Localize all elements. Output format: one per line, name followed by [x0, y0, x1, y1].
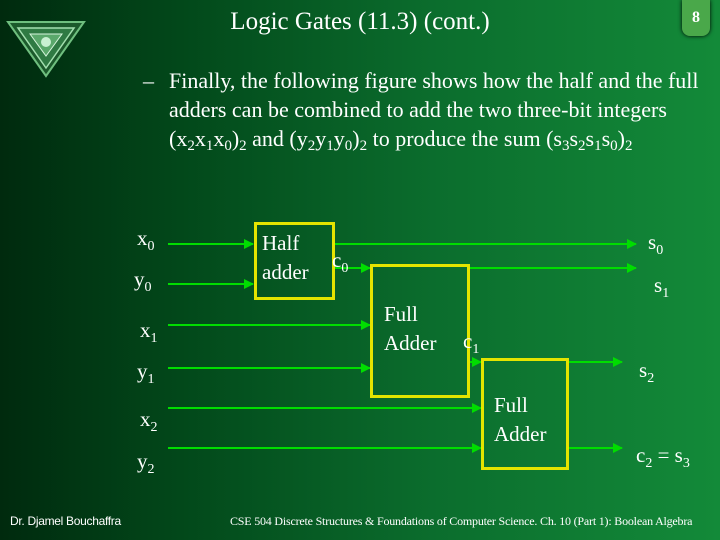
bullet-dash: –	[143, 68, 154, 93]
footer-course: CSE 504 Discrete Structures & Foundation…	[230, 514, 693, 528]
bullet-run: )	[352, 126, 360, 151]
full-adder-2-label: Full Adder	[494, 391, 546, 449]
bullet-run: )	[617, 126, 625, 151]
full-adder-1-line1: Full	[384, 302, 418, 326]
carry-label-c0: c0	[332, 248, 349, 276]
input-label-y2: y2	[137, 449, 155, 477]
input-label-x1: x1	[140, 318, 158, 346]
full-adder-1-line2: Adder	[384, 331, 437, 355]
input-label-x0: x0	[137, 226, 155, 254]
half-adder-line2: adder	[262, 260, 309, 284]
half-adder-line1: Half	[262, 231, 300, 255]
slide-title: Logic Gates (11.3) (cont.)	[230, 8, 490, 35]
bullet-run: s	[585, 126, 595, 151]
bullet-subscript: 2	[578, 138, 586, 154]
bullet-subscript: 0	[610, 138, 618, 154]
input-label-y0: y0	[134, 267, 152, 295]
bullet-run: s	[601, 126, 611, 151]
full-adder-2-line2: Adder	[494, 422, 547, 446]
bullet-run: )	[231, 126, 240, 151]
bullet-run: x	[213, 126, 225, 151]
carry-label-c1: c1	[463, 329, 480, 357]
bullet-subscript: 2	[307, 138, 316, 154]
bullet-subscript: 1	[594, 138, 602, 154]
full-adder-box-1	[370, 264, 470, 398]
bullet-subscript: 2	[359, 138, 368, 154]
page-number-badge: 8	[682, 0, 710, 36]
bullet-subscript: 0	[344, 138, 353, 154]
output-label-s2: s2	[639, 358, 655, 386]
bullet-text: Finally, the following figure shows how …	[169, 66, 713, 154]
footer-author: Dr. Djamel Bouchaffra	[10, 514, 121, 528]
bullet-subscript: 2	[625, 138, 633, 154]
bullet-run: y	[333, 126, 345, 151]
output-label-s1: s1	[654, 273, 670, 301]
half-adder-box	[254, 222, 335, 300]
bullet-run: to produce the sum (s	[367, 126, 562, 151]
input-label-y1: y1	[137, 359, 155, 387]
input-label-x2: x2	[140, 407, 158, 435]
bullet-subscript: 3	[561, 138, 570, 154]
bullet-subscript: 0	[224, 138, 232, 154]
bullet-run: y	[315, 126, 327, 151]
full-adder-box-2	[481, 358, 569, 470]
bullet-subscript: 2	[187, 138, 195, 154]
full-adder-2-line1: Full	[494, 393, 528, 417]
output-label-c2: c2 = s3	[636, 443, 690, 471]
full-adder-1-label: Full Adder	[384, 300, 436, 358]
bullet-run: x	[194, 126, 206, 151]
bullet-subscript: 1	[205, 138, 214, 154]
bullet-subscript: 2	[239, 138, 247, 154]
bullet-run: Finally, the following figure shows how …	[169, 68, 699, 151]
bullet-run: and (y	[246, 126, 308, 151]
bullet-subscript: 1	[326, 138, 334, 154]
logo-emblem	[6, 21, 86, 78]
bullet-paragraph: – Finally, the following figure shows ho…	[143, 66, 713, 154]
output-label-s0: s0	[648, 230, 664, 258]
bullet-run: s	[569, 126, 579, 151]
half-adder-label: Half adder	[262, 229, 309, 287]
